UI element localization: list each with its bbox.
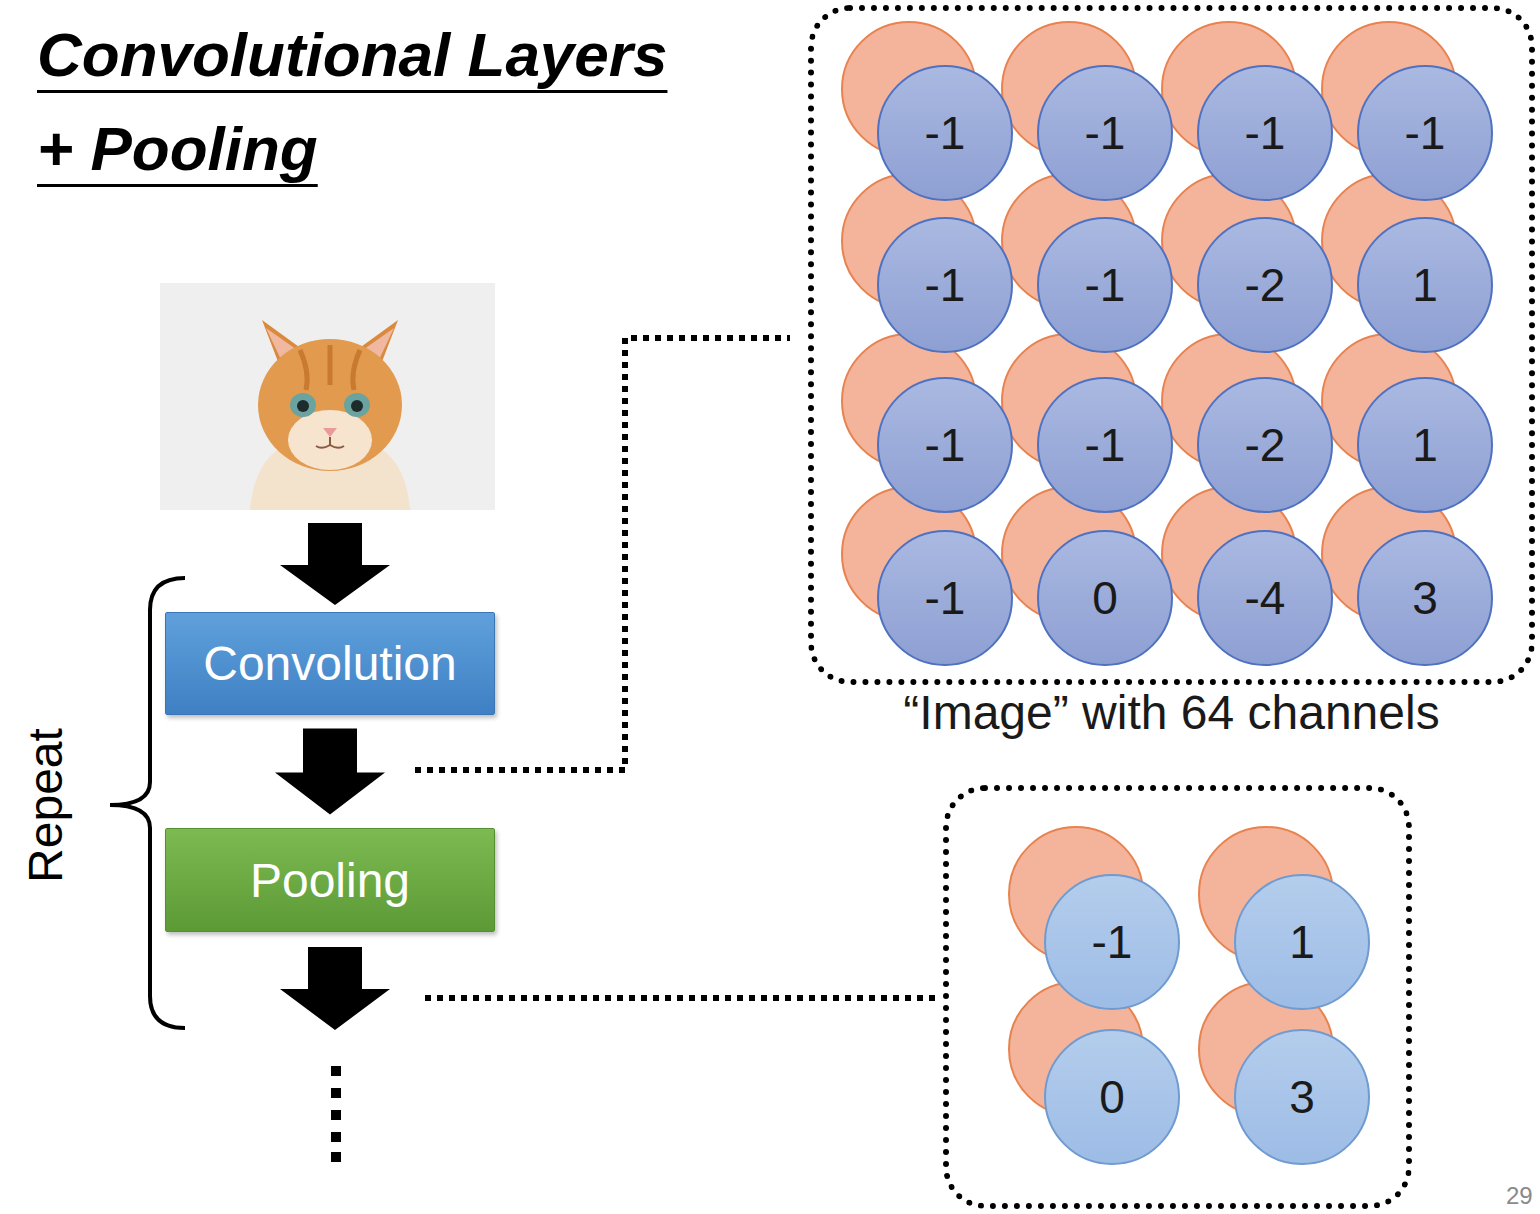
- channel-value-circle: -1: [1037, 65, 1173, 201]
- flow-arrow: [280, 523, 390, 605]
- channel-value-circle: -1: [1037, 217, 1173, 353]
- channel-value-circle: -1: [877, 530, 1013, 666]
- value-number: 3: [1412, 571, 1438, 625]
- value-number: 0: [1099, 1070, 1125, 1124]
- flow-arrow: [280, 947, 390, 1030]
- value-number: 1: [1412, 418, 1438, 472]
- process-box: Convolution: [165, 612, 495, 715]
- channel-value-circle: -1: [877, 65, 1013, 201]
- channel-value-circle: -4: [1197, 530, 1333, 666]
- cat-photo: [160, 283, 495, 510]
- value-number: 1: [1289, 915, 1315, 969]
- channel-value-circle: 0: [1037, 530, 1173, 666]
- value-number: -1: [1085, 258, 1126, 312]
- value-number: -1: [925, 571, 966, 625]
- title-text: Convolutional Layers + Pooling: [37, 20, 667, 183]
- feature-map-region: “Image” with 64 channels-1-1-1-1-1-1-21-…: [808, 5, 1535, 685]
- channel-value-circle: -1: [1197, 65, 1333, 201]
- value-number: -1: [1245, 106, 1286, 160]
- flow-arrow: [275, 729, 385, 815]
- value-number: -1: [925, 106, 966, 160]
- page-number: 29: [1506, 1182, 1533, 1210]
- value-number: -1: [1405, 106, 1446, 160]
- value-number: -1: [925, 418, 966, 472]
- pooled-value-circle: 3: [1234, 1029, 1370, 1165]
- leader-line: [425, 995, 935, 1001]
- value-number: -2: [1245, 418, 1286, 472]
- value-number: -2: [1245, 258, 1286, 312]
- pooled-value-circle: 1: [1234, 874, 1370, 1010]
- value-number: 1: [1412, 258, 1438, 312]
- value-number: -1: [925, 258, 966, 312]
- channel-value-circle: 1: [1357, 377, 1493, 513]
- pooled-map-region: -1 1 0 3: [943, 785, 1412, 1209]
- slide-title: Convolutional Layers + Pooling: [37, 8, 697, 196]
- channel-value-circle: -1: [1357, 65, 1493, 201]
- region-caption: “Image” with 64 channels: [774, 685, 1540, 740]
- channel-value-circle: -1: [877, 217, 1013, 353]
- box-label: Pooling: [250, 853, 410, 908]
- channel-value-circle: -2: [1197, 377, 1333, 513]
- channel-value-circle: -1: [877, 377, 1013, 513]
- side-label: Repeat: [18, 728, 73, 883]
- pooled-value-circle: -1: [1044, 874, 1180, 1010]
- channel-value-circle: 3: [1357, 530, 1493, 666]
- value-number: -1: [1092, 915, 1133, 969]
- box-label: Convolution: [203, 636, 457, 691]
- channel-value-circle: -2: [1197, 217, 1333, 353]
- channel-value-circle: -1: [1037, 377, 1173, 513]
- channel-value-circle: 1: [1357, 217, 1493, 353]
- value-number: 0: [1092, 571, 1118, 625]
- value-number: -1: [1085, 106, 1126, 160]
- process-box: Pooling: [165, 828, 495, 932]
- continuation-dots: [331, 1066, 341, 1162]
- value-number: 3: [1289, 1070, 1315, 1124]
- pooled-value-circle: 0: [1044, 1029, 1180, 1165]
- value-number: -1: [1085, 418, 1126, 472]
- value-number: -4: [1245, 571, 1286, 625]
